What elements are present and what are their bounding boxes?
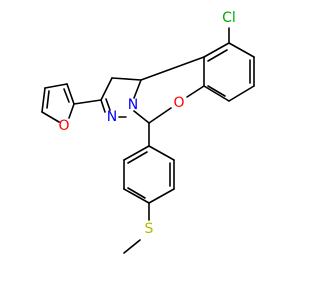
oxazine-ring bbox=[133, 56, 205, 124]
sulfur-label: S bbox=[145, 221, 154, 237]
ring-oxygen-label: O bbox=[173, 95, 184, 111]
phenyl-ring bbox=[123, 122, 175, 204]
benzo-ring bbox=[203, 42, 255, 102]
methylthio-group bbox=[123, 202, 150, 254]
ring-nitrogen-label: N bbox=[128, 97, 138, 113]
furan-ring bbox=[41, 83, 102, 123]
furan-oxygen-label: O bbox=[58, 118, 69, 134]
pyrazoline-ring bbox=[100, 77, 142, 118]
molecule-diagram: Cl O O N N S bbox=[41, 10, 255, 254]
chlorine-label: Cl bbox=[222, 10, 236, 26]
imine-nitrogen-label: N bbox=[107, 109, 117, 125]
